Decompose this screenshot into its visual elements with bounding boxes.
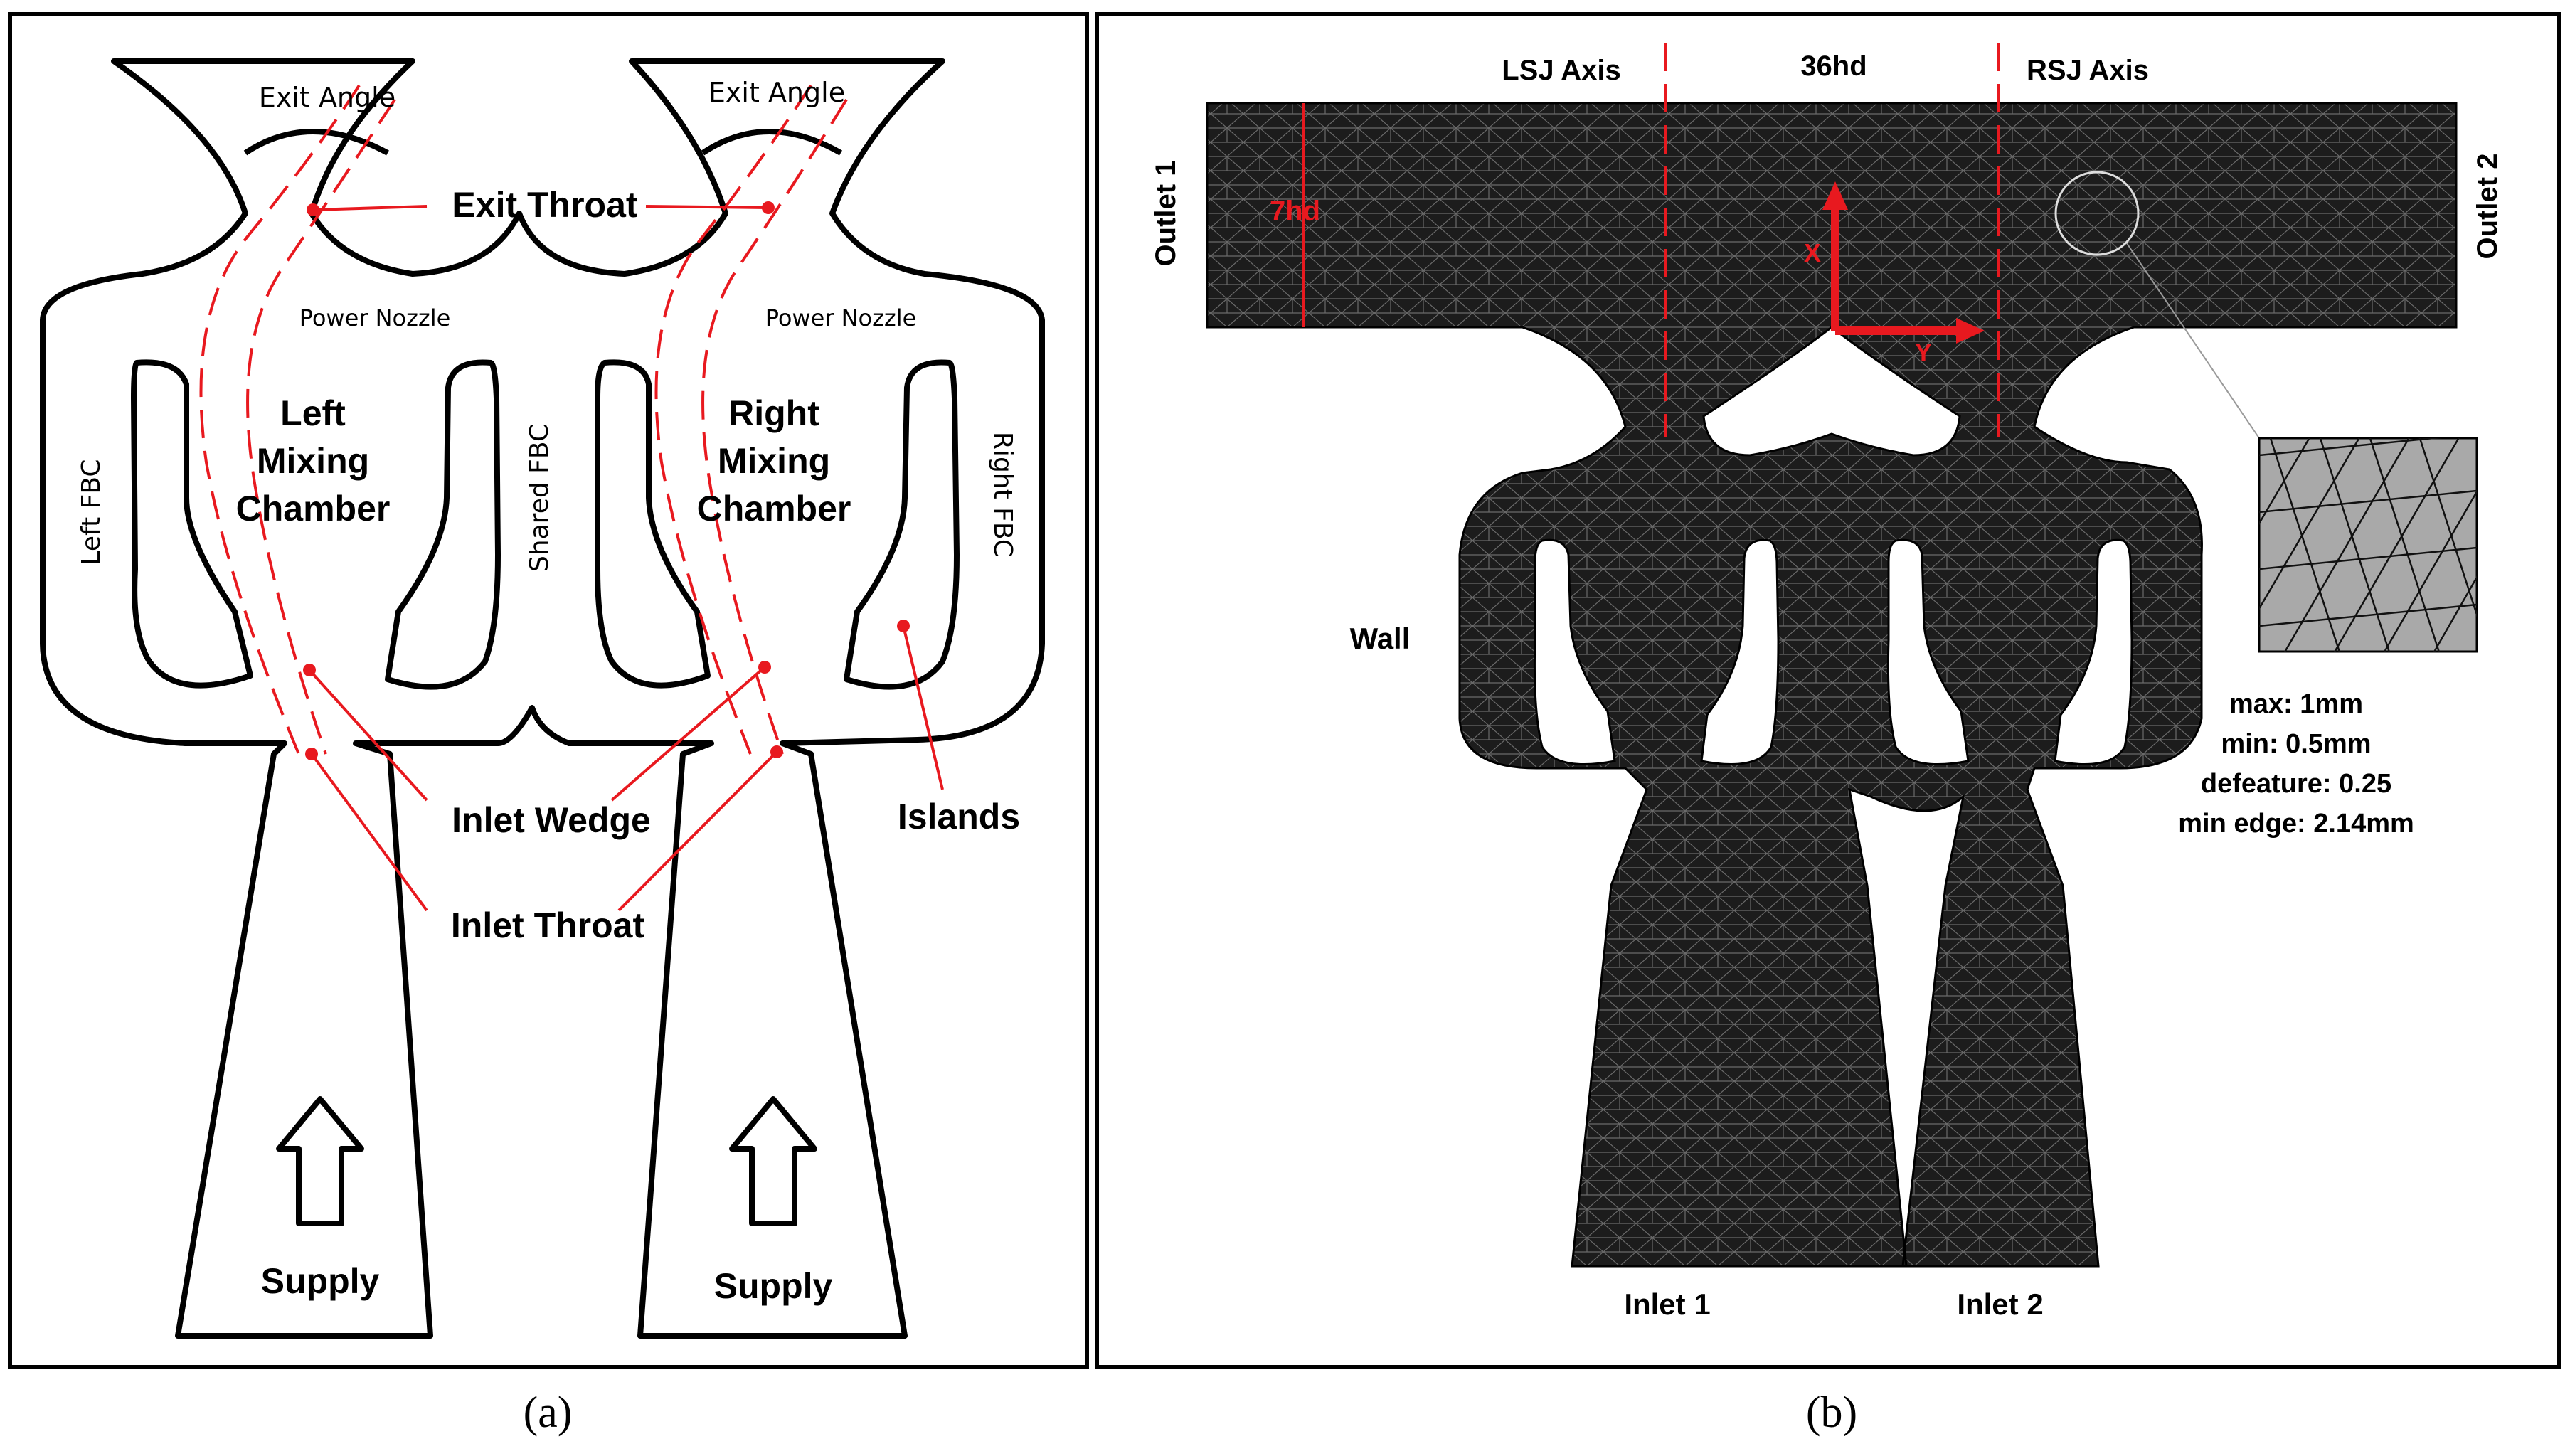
- caption-a: (a): [524, 1388, 573, 1437]
- power-nozzle-left-label: Power Nozzle: [299, 304, 451, 331]
- supply-left-label: Supply: [261, 1261, 380, 1301]
- inlet-throat-label: Inlet Throat: [451, 905, 645, 945]
- shared-fbc-label: Shared FBC: [525, 424, 554, 572]
- lsj-axis-label: LSJ Axis: [1502, 55, 1620, 86]
- exit-angle-arc-left: [243, 129, 389, 156]
- mesh-defeature: defeature: 0.25: [2201, 769, 2391, 799]
- coordinate-axes: [1822, 181, 1985, 344]
- panel-a: Exit Angle Exit Angle Exit Throat Power …: [8, 12, 1089, 1437]
- 7hd-label: 7hd: [1270, 196, 1320, 227]
- mesh-min: min: 0.5mm: [2221, 729, 2371, 759]
- right-chamber-line3: Chamber: [697, 489, 851, 528]
- center-void: [1702, 326, 1961, 457]
- left-chamber-line3: Chamber: [236, 489, 391, 528]
- exit-throat-label: Exit Throat: [452, 185, 637, 225]
- panel-a-frame: [8, 12, 1089, 1369]
- panel-b: LSJ Axis 36hd RSJ Axis Outlet 1 Outlet 2…: [1095, 12, 2561, 1437]
- inlet-1-label: Inlet 1: [1624, 1287, 1710, 1321]
- supply-right-label: Supply: [714, 1266, 833, 1306]
- power-nozzle-right-label: Power Nozzle: [765, 304, 917, 331]
- rsj-axis-label: RSJ Axis: [2027, 55, 2149, 86]
- leaders-a: [303, 201, 944, 912]
- supply-arrow-right: [729, 1096, 817, 1226]
- right-fbc-label: Right FBC: [988, 432, 1017, 557]
- left-fbc-label: Left FBC: [77, 459, 106, 565]
- exit-angle-right-label: Exit Angle: [708, 77, 845, 108]
- island-2: [385, 359, 501, 690]
- mesh-max: max: 1mm: [2229, 689, 2363, 719]
- jet-path-left-b: [246, 98, 396, 755]
- caption-b: (b): [1806, 1388, 1857, 1437]
- mesh-island-4: [2054, 538, 2133, 765]
- x-axis-label: X: [1804, 238, 1821, 267]
- mesh-island-2: [1700, 538, 1780, 765]
- island-4: [844, 359, 960, 690]
- island-3: [595, 359, 711, 689]
- mesh-island-1: [1533, 538, 1616, 765]
- mesh-settings: max: 1mm min: 0.5mm defeature: 0.25 min …: [2178, 689, 2414, 839]
- jet-path-right-b: [701, 98, 848, 755]
- island-1: [131, 359, 253, 689]
- outlet-1-label: Outlet 1: [1150, 161, 1182, 267]
- zoom-circle: [2054, 171, 2140, 256]
- inlet-wedge-label: Inlet Wedge: [452, 800, 651, 840]
- exit-angle-arc-right: [701, 129, 842, 156]
- mesh-min-edge: min edge: 2.14mm: [2178, 809, 2414, 839]
- right-chamber-line2: Mixing: [718, 441, 830, 481]
- jet-path-left-a: [199, 84, 361, 755]
- jet-path-right-a: [654, 84, 812, 755]
- 36hd-label: 36hd: [1800, 51, 1867, 82]
- mesh-domain: [1206, 102, 2458, 1268]
- left-chamber-line1: Left: [280, 393, 346, 433]
- left-chamber-line2: Mixing: [257, 441, 369, 481]
- mesh-inset: [2258, 437, 2478, 653]
- device-outline-a: [40, 58, 1045, 1339]
- exit-angle-left-label: Exit Angle: [259, 82, 395, 113]
- inlet-2-label: Inlet 2: [1957, 1287, 2043, 1321]
- islands-label: Islands: [898, 797, 1020, 836]
- y-axis-label: Y: [1915, 338, 1932, 367]
- supply-arrow-left: [276, 1096, 364, 1226]
- mesh-island-3: [1886, 538, 1970, 765]
- zoom-leader: [2126, 243, 2260, 439]
- right-chamber-line1: Right: [728, 393, 819, 433]
- wall-label: Wall: [1350, 622, 1411, 655]
- outlet-2-label: Outlet 2: [2472, 154, 2503, 260]
